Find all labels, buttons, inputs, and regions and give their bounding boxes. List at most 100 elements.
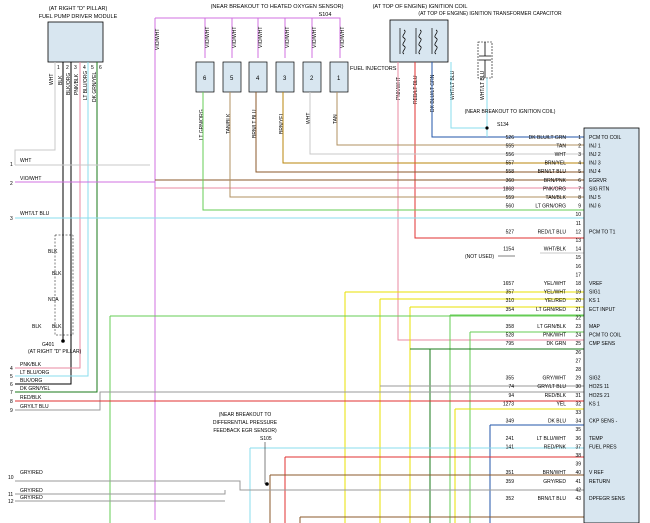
wire-gry-red	[15, 480, 584, 491]
fpdm-name: FUEL PUMP DRIVER MODULE	[39, 14, 118, 20]
injector-number: 6	[203, 76, 207, 82]
pcm-pin-number: 40	[575, 470, 581, 476]
pcm-pin-function: INJ 2	[589, 152, 601, 158]
pcm-wire-color: LT GRN/BLK	[537, 324, 566, 330]
injector-top-wire-label: VIO/WHT	[312, 27, 318, 48]
pcm-circuit-number: 795	[506, 341, 515, 347]
pcm-wire-color: DK BLU	[548, 419, 566, 425]
coil-breakout-splice: S134	[497, 122, 509, 128]
coil-wire-label: PNK/WHT	[396, 77, 402, 100]
pcm-pin-number: 35	[575, 427, 581, 433]
pcm-pin-function: V REF	[589, 470, 604, 476]
fpdm-pin-label: PNK/BLK	[74, 73, 80, 95]
pcm-pin-function: TEMP	[589, 436, 604, 442]
capacitor-label: (AT TOP OF ENGINE) IGNITION TRANSFORMER …	[418, 11, 562, 17]
pcm-harness	[15, 92, 584, 523]
left-pin-number: 4	[10, 366, 13, 372]
egr-note-line: (NEAR BREAKOUT TO	[219, 412, 272, 418]
ground-label: BLK	[48, 249, 58, 255]
pcm-circuit-number: 352	[506, 496, 515, 502]
wire-gry-red-2	[15, 490, 226, 495]
pcm-pin-number: 37	[575, 444, 581, 450]
injector-note: (NEAR BREAKOUT TO HEATED OXYGEN SENSOR)	[211, 4, 344, 10]
pcm-pin-function: INJ 6	[589, 204, 601, 210]
pcm-circuit-number: 555	[506, 143, 515, 149]
pcm-circuit-number: 357	[506, 290, 515, 296]
pcm-pin-function: CKP SENS -	[589, 419, 618, 425]
ground-group: BLK BLK NCA BLK BLK G401 (AT RIGHT "D" P…	[28, 230, 82, 355]
pcm-wire-color: RED/BLK	[545, 393, 567, 399]
wire-dk-grn-yel	[15, 62, 98, 393]
ignition-coil-group: (AT TOP OF ENGINE) IGNITION COIL PNK/WHT…	[373, 4, 562, 112]
pcm-circuit-number: 1154	[503, 247, 514, 253]
pcm-pin-number: 30	[575, 384, 581, 390]
pcm-pin-function: PCM TO T1	[589, 229, 616, 235]
ignition-coil-box	[389, 19, 449, 63]
left-pin-number: 1	[10, 162, 13, 168]
left-pin-number: 11	[8, 492, 13, 498]
ground-label: BLK	[32, 324, 42, 330]
pcm-pin-number: 41	[575, 479, 581, 485]
pcm-pin-number: 39	[575, 462, 581, 468]
injector-top-wire-label: VIO/WHT	[232, 27, 238, 48]
pcm-wire-color: BRN/LT BLU	[538, 169, 567, 175]
pcm-pin-number: 21	[575, 307, 581, 313]
pcm-circuit-number: 556	[506, 152, 515, 158]
injectors-group: (NEAR BREAKOUT TO HEATED OXYGEN SENSOR) …	[154, 4, 397, 520]
pcm-pin-number: 31	[575, 393, 581, 399]
wire-dk-blu-lt-grn	[431, 62, 584, 138]
wire-tan-blk	[229, 92, 584, 198]
injector-number: 1	[337, 76, 341, 82]
pcm-pin-function: MAP	[589, 324, 601, 330]
injector-left-feed-label: VIO/WHT	[155, 29, 161, 50]
left-pin-label: WHT/LT BLU	[20, 211, 50, 217]
pcm-connector	[583, 127, 640, 523]
pcm-wire-color: TAN	[556, 143, 566, 149]
pcm-pin-number: 3	[578, 152, 581, 158]
ground-label: NCA	[48, 297, 59, 303]
ignition-coil-label: (AT TOP OF ENGINE) IGNITION COIL	[373, 4, 468, 10]
pcm-wire-color: RED/PNK	[544, 444, 567, 450]
fpdm-pin-number: 2	[66, 65, 69, 71]
left-pin-number: 7	[10, 390, 13, 396]
wire-wht	[14, 62, 56, 165]
ground-bracket	[54, 234, 74, 336]
pcm-pin-number: 36	[575, 436, 581, 442]
left-pin-number: 9	[10, 408, 13, 414]
pcm-pin-function: KS 1	[589, 298, 600, 304]
injector-number: 5	[230, 76, 234, 82]
pcm-pin-number: 23	[575, 324, 581, 330]
pcm-pin-number: 15	[575, 255, 581, 261]
pcm-pin-function: INJ 4	[589, 169, 601, 175]
pcm-pin-function: DPFEGR SENS	[589, 496, 626, 502]
wire-brn-yel	[282, 92, 584, 164]
capacitor-wire-label: WHT/LT BLU	[480, 70, 486, 100]
wire-wht-lt-blu-coil	[450, 62, 487, 129]
left-pin-number: 8	[10, 399, 13, 405]
injector-wire-label: TAN	[333, 114, 339, 124]
left-connector: 1 WHT 2 VIO/WHT 3 WHT/LT BLU 4 PNK/BLK 5…	[8, 158, 51, 505]
pcm-wire-color: LT GRN/ORG	[535, 204, 566, 210]
left-pin-label: BLK/ORG	[20, 378, 42, 384]
wire-lt-blu-org	[15, 62, 89, 377]
pcm-pin-number: 25	[575, 341, 581, 347]
pcm-pin-number: 9	[578, 204, 581, 210]
fpdm-pin-number: 6	[99, 65, 102, 71]
fpdm-pin-label: WHT	[49, 74, 55, 85]
left-pin-label: PNK/BLK	[20, 362, 42, 368]
wire-lt-grn-org	[202, 92, 584, 211]
pcm-pin-number: 18	[575, 281, 581, 287]
injector-3: 3	[275, 61, 295, 93]
pcm-wire-color: YEL/RED	[545, 298, 567, 304]
left-pin-number: 10	[8, 475, 14, 481]
pcm-circuit-number: 310	[506, 298, 515, 304]
injector-1: 1	[329, 61, 349, 93]
pcm-wire-color: DK BLU/LT GRN	[529, 135, 567, 141]
pcm-circuit-number: 351	[506, 470, 515, 476]
left-pin-number: 12	[8, 499, 14, 505]
pcm-pin-number: 11	[576, 221, 581, 227]
egr-note-line: FEEDBACK EGR SENSOR)	[213, 428, 277, 434]
pcm-wire-color: GRY/WHT	[542, 376, 566, 382]
left-pin-label: VIO/WHT	[20, 176, 41, 182]
left-pin-label: DK GRN/YEL	[20, 386, 51, 392]
